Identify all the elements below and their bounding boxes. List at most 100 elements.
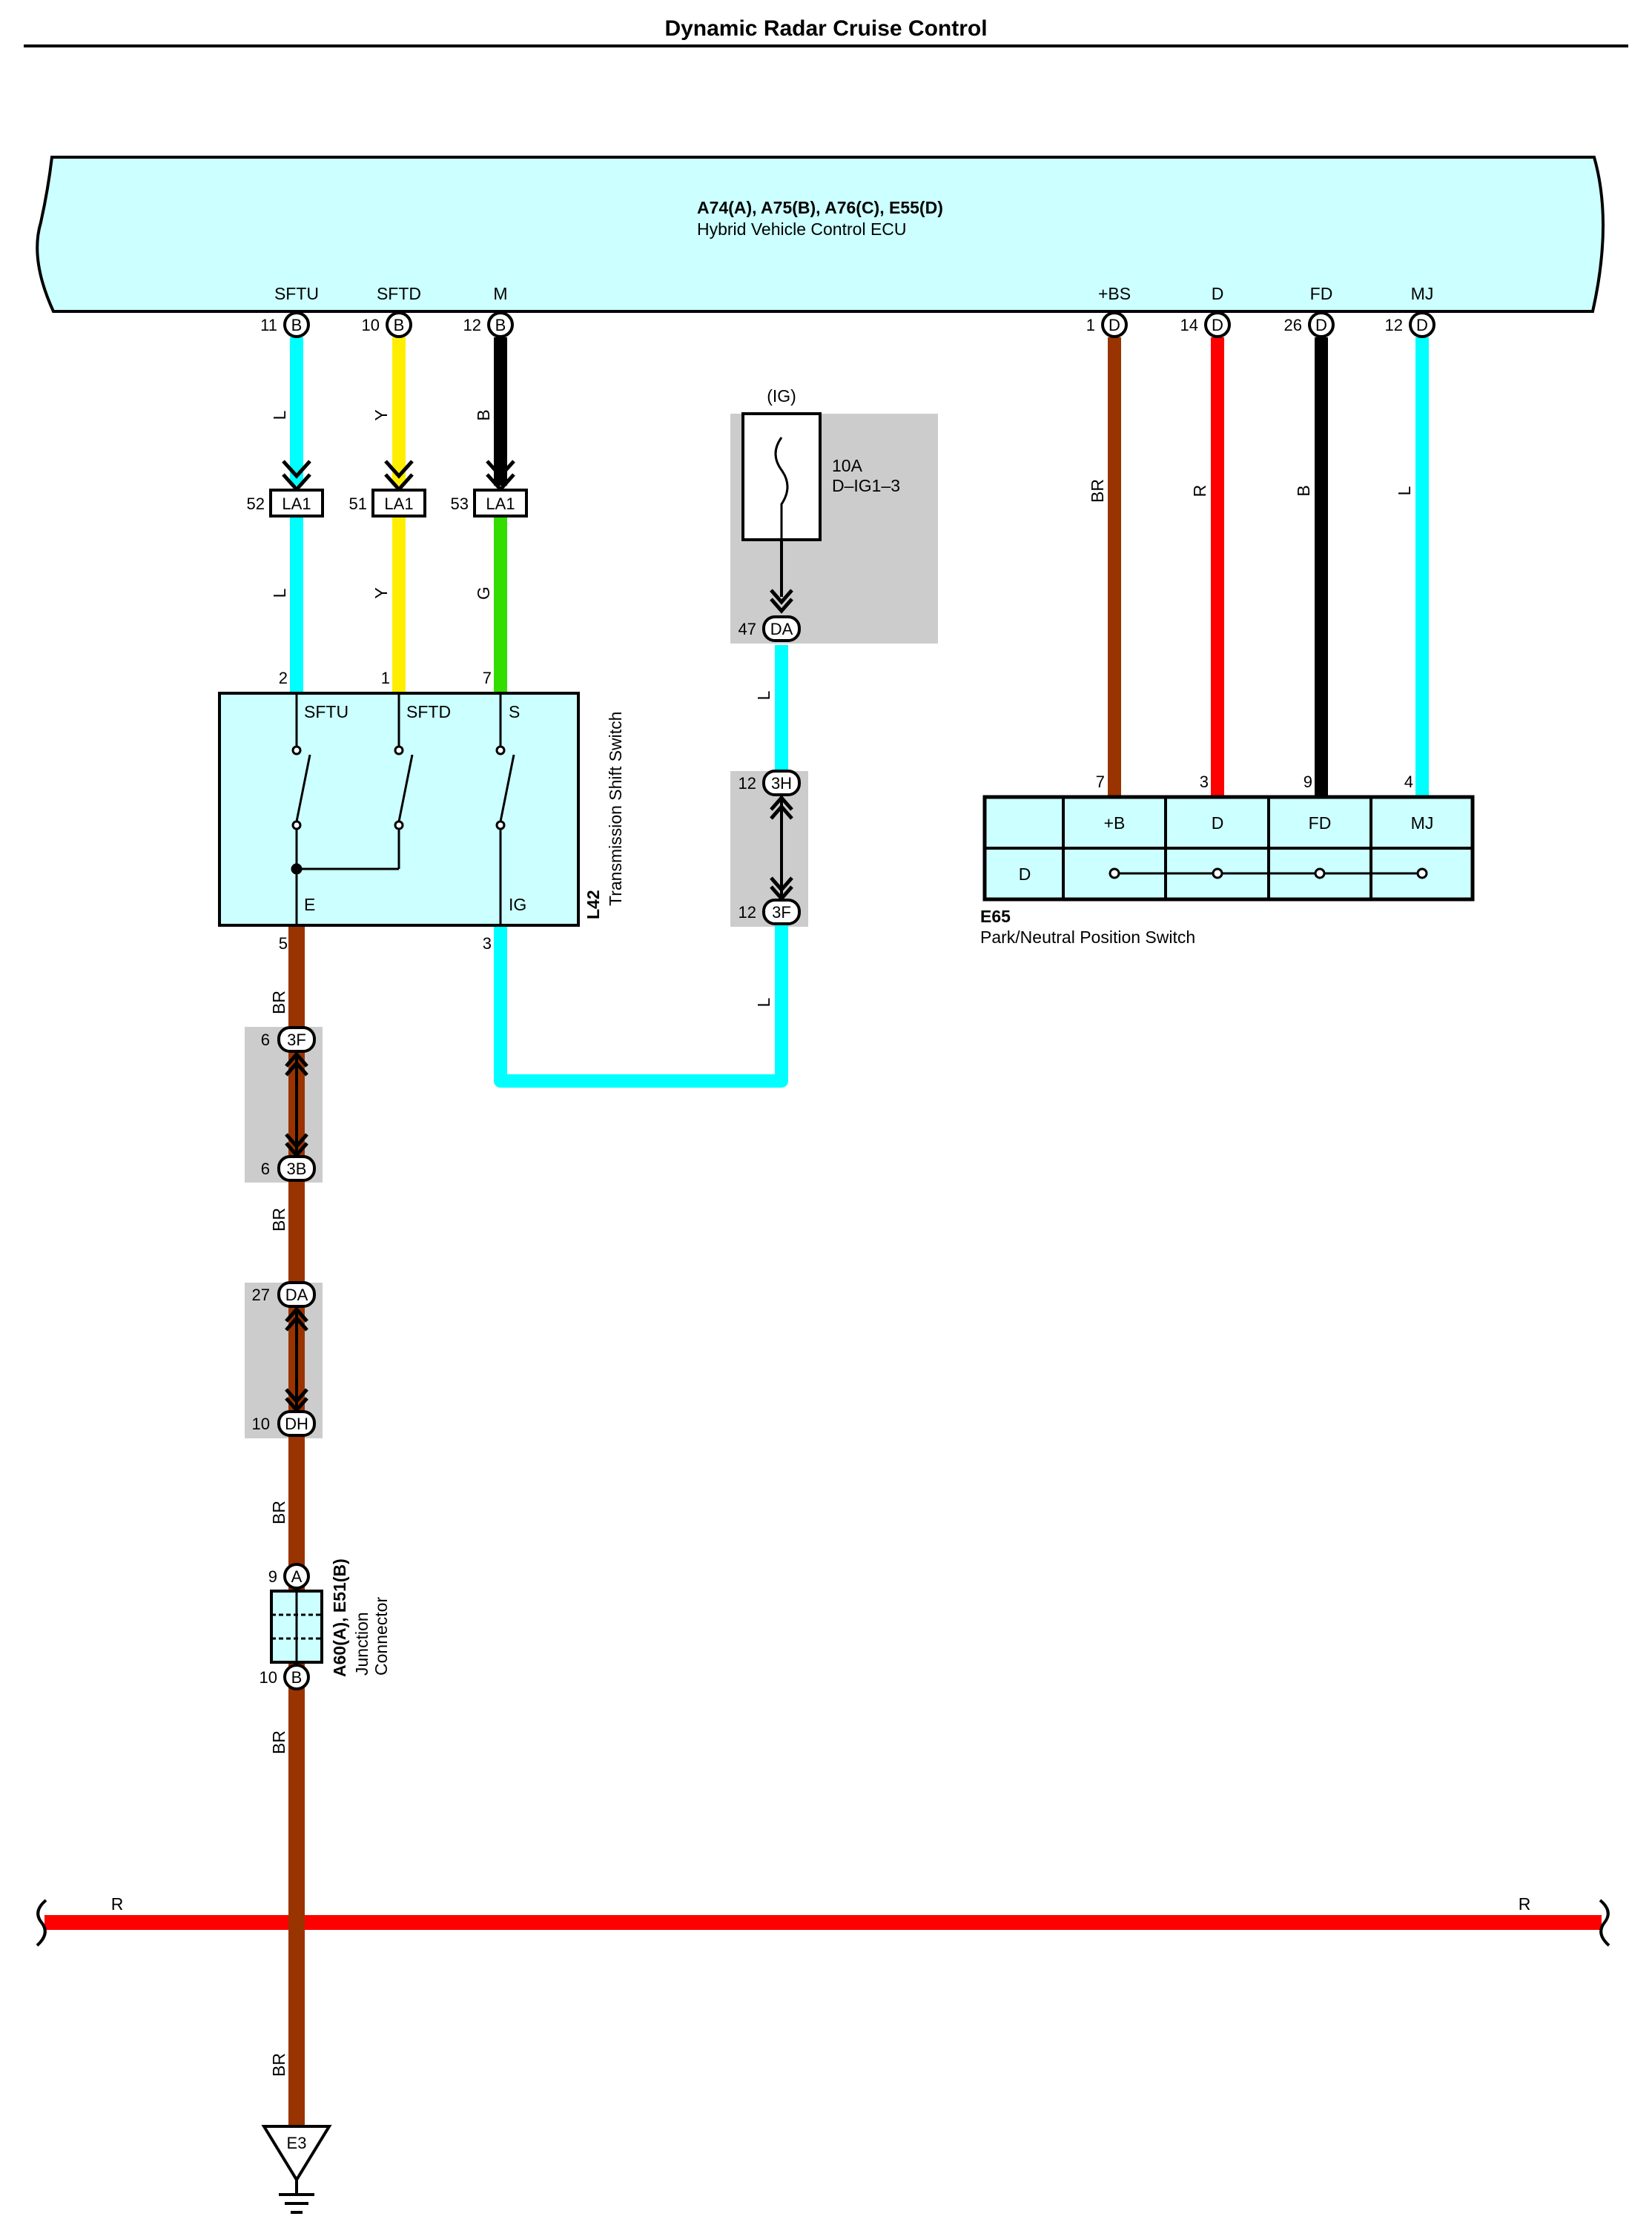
terminal-circle [1409,311,1435,338]
la1-connector-box [269,489,324,518]
wire-color-label: B [474,409,493,420]
pnp-column-header: FD [1309,813,1332,833]
splice-label-bottom: DH [285,1415,308,1433]
junction-connector-ids: A60(A), E51(B) [330,1558,349,1677]
la1-label: LA1 [486,495,515,513]
transmission-shift-switch: 2 1 7 5 3 SFTU SFTD S E IG [218,669,625,953]
splice-pin-top: 27 [252,1286,270,1304]
wire-color-label: BR [269,991,288,1014]
pnp-continuity-dot [1416,867,1428,879]
ground-triangle [261,2125,332,2183]
splice-pin-top: 12 [739,774,756,793]
junction-name-line2: Connector [371,1597,391,1676]
junction-terminal-letter: B [291,1668,303,1687]
ecu-terminal-name: M [493,284,507,303]
splice-oval-top [762,770,801,796]
fuse-d-ig1-3: (IG) 10A D–IG1–3 DA 47 [739,386,900,642]
splice-3f-3b-background [245,1027,323,1183]
splice-label-bottom: 3F [772,903,791,922]
splice-label-top: DA [285,1286,308,1304]
la1-pin-number: 53 [451,495,469,513]
terminal-pin-number: 10 [362,316,380,334]
la1-label: LA1 [384,495,413,513]
junction-pin-number: 10 [260,1668,277,1687]
junction-name-line1: Junction [352,1612,371,1676]
wire-color-label: G [474,586,493,600]
shift-switch-pin: 2 [279,669,288,687]
pnp-row-header: D [1019,864,1031,884]
terminal-circle [487,311,514,338]
pnp-column-header: +B [1104,813,1126,833]
splice-3f-3b: 3F 6 3B 6 [261,1026,316,1182]
ecu-terminal-name: FD [1310,284,1333,303]
splice-label-top: 3H [771,774,792,793]
pnp-pin-number: 9 [1304,773,1312,791]
splice-oval-top [277,1026,316,1053]
terminal-connector-letter: B [291,316,303,334]
ecu-connector-ids: A74(A), A75(B), A76(C), E55(D) [697,198,943,217]
wire-color-labels: L Y B L Y G BR R B L L L BR BR BR BR BR … [111,409,1531,2077]
fuse-element-icon [774,437,789,540]
la1-connector-box [371,489,426,518]
la1-connector-box [473,489,528,518]
terminal-connector-letter: B [495,316,506,334]
ecu-name: Hybrid Vehicle Control ECU [697,219,907,239]
connector-chevron [285,1306,308,1332]
shift-switch-terminal: SFTU [304,702,348,721]
shift-switch-terminal: SFTD [406,702,451,721]
ecu-terminal-name: SFTD [377,284,421,303]
shift-switch-terminal: IG [509,895,526,914]
pnp-column-header: MJ [1411,813,1434,833]
pnp-switch-name: Park/Neutral Position Switch [980,928,1195,947]
pnp-pin-number: 7 [1096,773,1105,791]
terminal-connector-letter: D [1212,316,1223,334]
page-title: Dynamic Radar Cruise Control [664,16,987,41]
terminal-pin-number: 11 [260,316,277,334]
terminal-connector-letter: D [1315,316,1327,334]
terminal-connector-letter: D [1109,316,1120,334]
ground-e3: E3 [261,2125,332,2214]
hybrid-vehicle-control-ecu: A74(A), A75(B), A76(C), E55(D) Hybrid Ve… [36,156,1605,313]
wire-color-label: L [270,588,289,598]
splice-oval-bottom [277,1155,316,1182]
wire-color-label: Y [371,587,391,598]
terminal-pin-number: 26 [1284,316,1302,334]
junction-terminal-bottom [283,1664,310,1690]
wire-3f-to-ig [494,925,788,1088]
wire-color-label: BR [269,1501,288,1524]
terminal-circle [386,311,412,338]
terminal-circle [1308,311,1335,338]
terminal-pin-number: 1 [1086,316,1095,334]
junction-terminal-letter: A [291,1567,303,1586]
splice-label-bottom: 3B [287,1160,307,1178]
junction-connector: A 9 B 10 A60(A), E51(B) Junction Connect… [260,1558,391,1690]
pnp-switch-id: E65 [980,907,1011,926]
ecu-terminal-name: SFTU [274,284,319,303]
wire-color-label: R [1190,485,1209,497]
bus-break-left [36,1899,47,1947]
terminal-pin-number: 12 [463,316,481,334]
terminal-connector-letter: B [394,316,405,334]
ecu-outline [36,156,1605,313]
splice-pin-bottom: 10 [252,1415,270,1433]
junction-terminal-top [283,1563,310,1590]
bus-break-right [1599,1899,1610,1947]
la1-connectors: LA1 LA1 LA1 52 51 53 [247,460,528,518]
shift-switch-name: Transmission Shift Switch [606,712,625,906]
ecu-terminal-name: D [1212,284,1224,303]
connector-chevron [285,1051,308,1077]
wire-color-label: BR [269,1208,288,1231]
wire-color-label: R [111,1894,124,1914]
wire-color-label: BR [269,1730,288,1754]
splice-oval-top [277,1281,316,1308]
fuse-name: D–IG1–3 [832,476,900,495]
pnp-pin-number: 3 [1200,773,1209,791]
fuse-pin-number: 47 [739,620,756,638]
la1-pin-number: 51 [349,495,367,513]
wire-color-label: B [1294,485,1313,496]
wire-color-label: L [270,410,289,420]
shift-switch-id: L42 [584,890,603,919]
splice-oval-bottom [277,1410,316,1437]
shift-switch-terminal: S [509,702,520,721]
